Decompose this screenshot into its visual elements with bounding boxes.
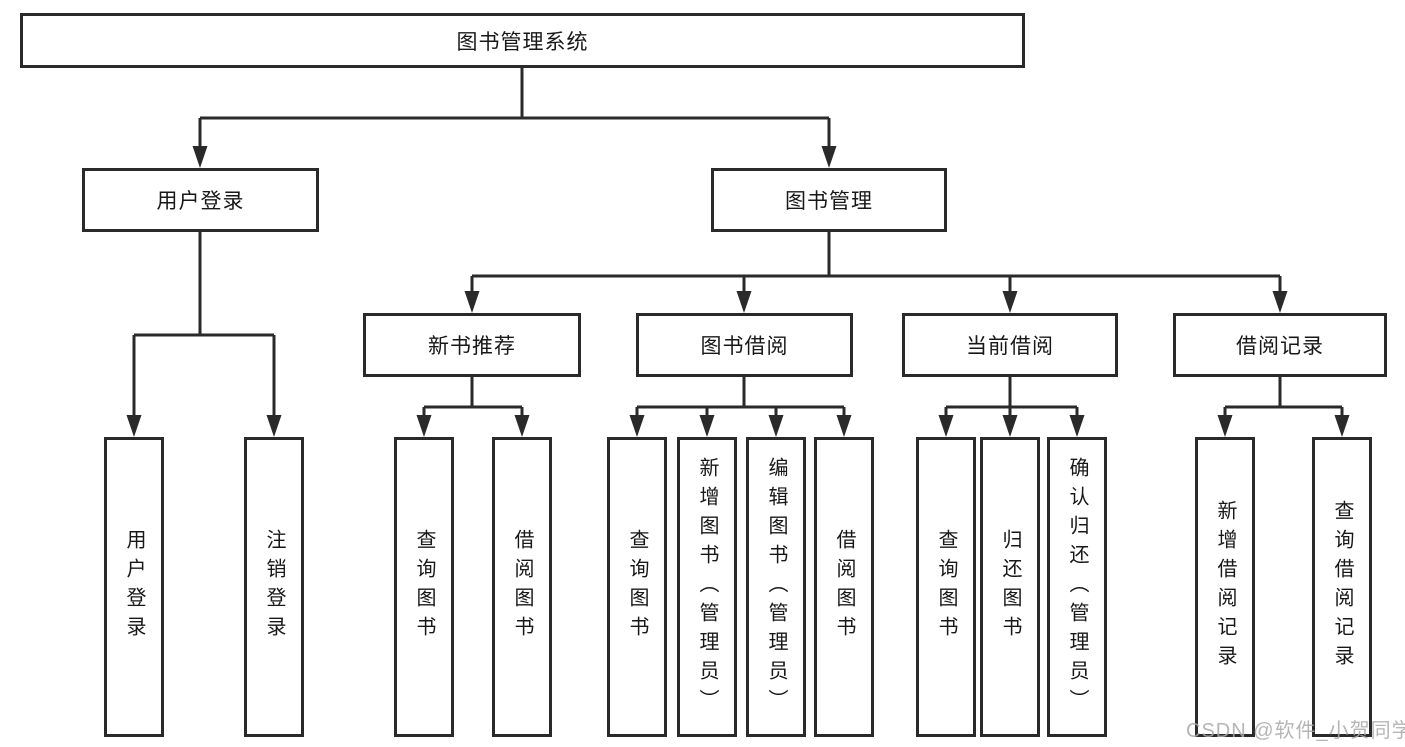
node-current-borrowing-label: 当前借阅	[966, 335, 1054, 358]
leaf-add-borrow-record-label: 新增借阅记录	[1214, 500, 1236, 674]
leaf-edit-books-admin-label: 编辑图书（管理员）	[765, 456, 787, 718]
leaf-recommend-borrow-books-label: 借阅图书	[511, 529, 533, 645]
leaf-user-login-label: 用户登录	[123, 529, 145, 645]
csdn-watermark: CSDN @软件_小贺同学	[1186, 720, 1405, 742]
leaf-add-borrow-record: 新增借阅记录	[1195, 437, 1255, 737]
leaf-add-books-admin: 新增图书（管理员）	[677, 437, 737, 737]
leaf-current-query-books: 查询图书	[916, 437, 976, 737]
leaf-recommend-query-books: 查询图书	[394, 437, 454, 737]
leaf-logout: 注销登录	[244, 437, 304, 737]
leaf-recommend-query-books-label: 查询图书	[413, 529, 435, 645]
node-root-system-label: 图书管理系统	[456, 30, 589, 54]
node-root-system: 图书管理系统	[20, 13, 1025, 68]
node-current-borrowing: 当前借阅	[902, 313, 1118, 377]
node-new-book-recommend-label: 新书推荐	[428, 335, 516, 358]
leaf-recommend-borrow-books: 借阅图书	[492, 437, 552, 737]
leaf-current-query-books-label: 查询图书	[935, 529, 957, 645]
leaf-return-books: 归还图书	[980, 437, 1040, 737]
node-user-login-label: 用户登录	[156, 190, 245, 213]
leaf-confirm-return-admin: 确认归还（管理员）	[1047, 437, 1107, 737]
leaf-confirm-return-admin-label: 确认归还（管理员）	[1066, 456, 1088, 718]
node-borrowing-records-label: 借阅记录	[1236, 335, 1324, 358]
leaf-query-borrow-record-label: 查询借阅记录	[1331, 500, 1353, 674]
node-user-login: 用户登录	[82, 168, 319, 232]
leaf-borrowing-borrow-books: 借阅图书	[814, 437, 874, 737]
leaf-logout-label: 注销登录	[263, 529, 285, 645]
connector-current-borrowing-children	[938, 377, 1085, 437]
leaf-borrowing-query-books-label: 查询图书	[626, 529, 648, 645]
node-book-management-label: 图书管理	[785, 190, 873, 213]
leaf-borrowing-borrow-books-label: 借阅图书	[833, 529, 855, 645]
connector-book-management-children	[464, 232, 1288, 313]
connector-book-borrowing-children	[629, 377, 852, 437]
node-book-borrowing-label: 图书借阅	[700, 335, 789, 358]
node-borrowing-records: 借阅记录	[1173, 313, 1387, 377]
leaf-return-books-label: 归还图书	[999, 529, 1021, 645]
leaf-add-books-admin-label: 新增图书（管理员）	[696, 456, 718, 718]
node-book-management: 图书管理	[711, 168, 947, 232]
node-book-borrowing: 图书借阅	[636, 313, 853, 377]
leaf-query-borrow-record: 查询借阅记录	[1312, 437, 1372, 737]
connector-new-book-recommend-children	[416, 377, 530, 437]
leaf-borrowing-query-books: 查询图书	[607, 437, 667, 737]
connector-root-to-level2	[192, 68, 837, 168]
node-new-book-recommend: 新书推荐	[363, 313, 581, 377]
connector-user-login-children	[126, 232, 282, 437]
connector-borrowing-records-children	[1217, 377, 1350, 437]
leaf-edit-books-admin: 编辑图书（管理员）	[746, 437, 806, 737]
leaf-user-login: 用户登录	[104, 437, 164, 737]
